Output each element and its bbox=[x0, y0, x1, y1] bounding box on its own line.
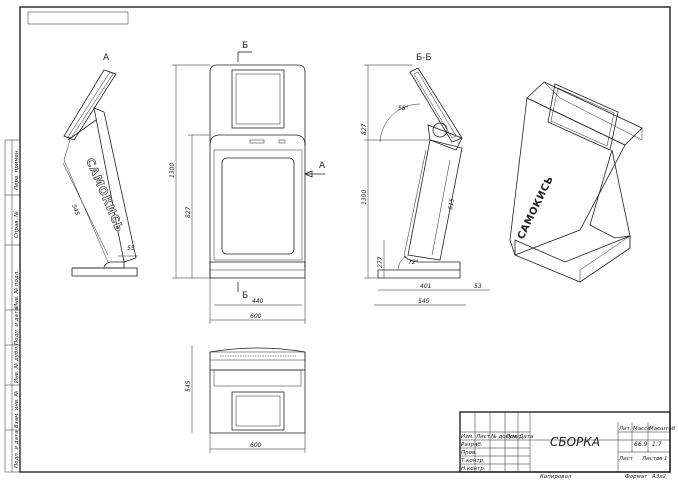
dim-sec-277: 277 bbox=[377, 256, 384, 268]
tb-format-value: А3х2 bbox=[651, 474, 667, 480]
dim-sec-1300: 1300 bbox=[361, 190, 368, 205]
tb-sheets-value: 1 bbox=[664, 456, 668, 462]
dim-front-827: 827 bbox=[185, 206, 192, 218]
view-bb-label: Б-Б bbox=[416, 53, 432, 63]
tb-row-sign: Подп. bbox=[506, 434, 523, 440]
isometric-view: САМОКИСЬ bbox=[509, 81, 643, 283]
stamp-cell-3: Подп. и дата bbox=[14, 307, 20, 345]
dim-front-1300: 1300 bbox=[169, 163, 176, 178]
tb-col-scale: Масштаб bbox=[649, 426, 676, 432]
tb-role-4: Н.контр. bbox=[461, 466, 486, 472]
tb-row-izm: Изм. bbox=[461, 434, 474, 440]
tb-col-mass: Масса bbox=[633, 426, 651, 432]
tb-row-date: Дата bbox=[518, 434, 534, 440]
dim-sec-angle-58: 58° bbox=[398, 105, 409, 112]
tb-sheets: Листов bbox=[641, 456, 663, 462]
top-stamp-box bbox=[27, 11, 129, 25]
tb-mass: 66.9 bbox=[634, 441, 648, 448]
stamp-cell-1: Перв. примен. bbox=[14, 148, 20, 190]
dim-sec-615: 615 bbox=[447, 198, 456, 211]
tb-format-label: Формат bbox=[625, 474, 648, 480]
tb-role-3: Т.контр. bbox=[461, 458, 485, 464]
stamp-cell-4: Инв. № дубл. bbox=[14, 345, 20, 383]
title-block: Изм. Лист № докум. Подп. Дата Разраб. Пр… bbox=[459, 411, 676, 480]
tb-row-list: Лист bbox=[475, 434, 491, 440]
view-a-label: А bbox=[103, 53, 110, 63]
tb-sheet: Лист bbox=[618, 456, 634, 462]
dim-sec-angle-72: 72° bbox=[408, 259, 419, 266]
section-arrow-a-label: А bbox=[319, 161, 326, 171]
dim-left-545: 545 bbox=[70, 203, 81, 216]
dim-sec-545: 545 bbox=[418, 298, 430, 305]
section-view-bb: Б-Б 827 1300 277 615 58° 72° 401 545 53 bbox=[361, 53, 490, 306]
tb-row-doc: № докум. bbox=[490, 434, 518, 440]
brand-text-iso: САМОКИСЬ bbox=[516, 174, 556, 241]
front-view: Б А Б 1300 827 440 600 bbox=[169, 41, 326, 324]
tb-role-2: Пров. bbox=[461, 450, 477, 456]
brand-text-side: САМОКИСЬ bbox=[83, 156, 126, 234]
tb-role-1: Разраб. bbox=[461, 442, 483, 448]
dim-sec-827: 827 bbox=[361, 123, 368, 135]
dim-left-55: 55 bbox=[127, 245, 135, 252]
dim-top-600: 600 bbox=[250, 442, 262, 449]
tb-col-lit: Лит. bbox=[618, 426, 632, 432]
dim-sec-401: 401 bbox=[420, 283, 431, 290]
view-b-label-top: Б bbox=[242, 41, 248, 51]
dim-top-545: 545 bbox=[185, 380, 192, 392]
dim-front-600: 600 bbox=[250, 313, 262, 320]
top-view: 545 600 bbox=[185, 345, 306, 453]
dim-sec-53: 53 bbox=[474, 283, 482, 290]
dim-front-440: 440 bbox=[252, 298, 264, 305]
stamp-cell-7: Инв. № подл. bbox=[14, 270, 20, 308]
tb-copied: Копировал bbox=[540, 474, 572, 480]
stamp-cell-2: Справ. № bbox=[14, 211, 20, 238]
side-stamp: Перв. примен. Справ. № Подп. и дата Инв.… bbox=[4, 139, 21, 473]
tb-title: СБОРКА bbox=[550, 435, 600, 449]
view-b-label-bottom: Б bbox=[242, 291, 248, 301]
side-view-a: А САМОКИСЬ 545 55 bbox=[62, 53, 138, 277]
tb-scale: 1:7 bbox=[652, 441, 662, 448]
stamp-cell-6: Подп. и дата bbox=[14, 430, 20, 468]
stamp-cell-5: Взам. инв. № bbox=[14, 390, 20, 428]
drawing-frame bbox=[19, 6, 671, 473]
